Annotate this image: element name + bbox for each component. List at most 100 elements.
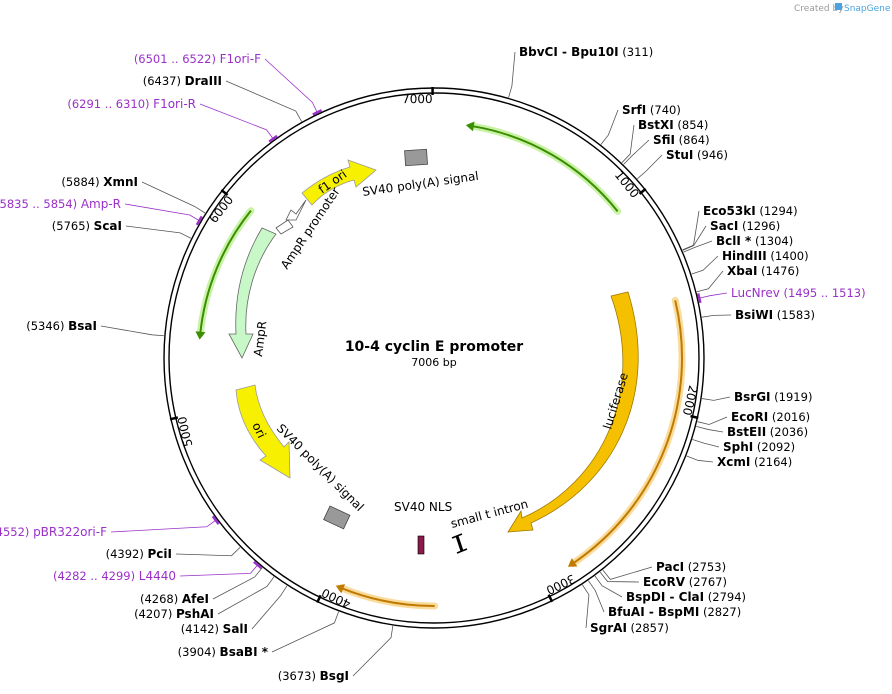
primer-leader-line [264, 58, 318, 114]
orf-top-green [471, 125, 619, 212]
enzyme-label[interactable]: EcoRV (2767) [643, 575, 727, 589]
enzyme-name: BsaBI * [220, 645, 269, 659]
enzyme-name: BsrGI [734, 390, 771, 404]
enzyme-leader-line [600, 109, 619, 145]
enzyme-position: (1294) [756, 204, 798, 218]
orf-arcs [195, 121, 686, 610]
sv40-polya-top-feature [404, 148, 428, 167]
enzyme-label[interactable]: StuI (946) [666, 148, 728, 162]
enzyme-label[interactable]: Eco53kI (1294) [703, 204, 798, 218]
enzyme-position: (5884) [61, 175, 103, 189]
primer-mark [268, 134, 278, 143]
enzyme-label[interactable]: SacI (1296) [710, 219, 780, 233]
enzyme-leader-line [599, 571, 640, 583]
orf-left-green [199, 210, 252, 334]
enzyme-leader-line [621, 124, 635, 163]
tick-label: 2000 [680, 384, 700, 417]
primer-mark [211, 515, 220, 525]
sv40-polya-top-label: SV40 poly(A) signal [361, 169, 479, 199]
enzyme-label[interactable]: (4207) PshAI [134, 607, 214, 621]
enzyme-name: BsaI [68, 319, 97, 333]
backbone-outer [163, 87, 705, 629]
enzyme-position: (2036) [766, 425, 808, 439]
primer-label[interactable]: (5835 .. 5854) Amp-R [0, 197, 121, 211]
enzyme-leader-line [637, 154, 663, 180]
enzyme-label[interactable]: SgrAI (2857) [590, 621, 669, 635]
enzyme-name: Eco53kI [703, 204, 756, 218]
enzyme-label[interactable]: BclI * (1304) [716, 234, 793, 248]
enzyme-label[interactable]: (5765) ScaI [52, 219, 122, 233]
enzyme-leader-line [623, 139, 650, 165]
enzyme-label[interactable]: BfuAI - BspMI (2827) [608, 605, 741, 619]
primer-leader-line [110, 519, 217, 533]
credit-text: Created by [794, 4, 844, 14]
enzyme-leader-line [682, 225, 707, 251]
primer-leader-line [124, 203, 201, 222]
ori-feature [235, 384, 291, 479]
enzyme-name: StuI [666, 148, 693, 162]
enzyme-leader-line [701, 314, 732, 318]
enzyme-label[interactable]: BstEII (2036) [727, 425, 808, 439]
enzyme-label[interactable]: (4392) PciI [106, 547, 172, 561]
enzyme-leader-line [696, 270, 724, 293]
enzyme-label[interactable]: (5346) BsaI [26, 319, 97, 333]
primer-leader-line [698, 292, 728, 299]
enzyme-label[interactable]: (3673) BsgI [278, 669, 349, 683]
enzyme-label[interactable]: EcoRI (2016) [731, 410, 810, 424]
primer-label[interactable]: (4533 .. 4552) pBR322ori-F [0, 525, 107, 539]
enzyme-label[interactable]: PacI (2753) [656, 560, 726, 574]
sv40-nls-feature [417, 535, 425, 555]
enzyme-name: BstXI [638, 118, 674, 132]
tick-major [316, 594, 322, 604]
enzyme-name: BfuAI - BspMI [608, 605, 699, 619]
primer-name: pBR322ori-F [33, 525, 107, 539]
enzyme-label[interactable]: BspDI - ClaI (2794) [626, 590, 746, 604]
enzyme-label[interactable]: HindIII (1400) [722, 249, 809, 263]
primer-label[interactable]: (4282 .. 4299) L4440 [53, 569, 176, 583]
enzyme-label[interactable]: SphI (2092) [723, 440, 795, 454]
enzyme-leader-line [582, 584, 590, 629]
enzyme-label[interactable]: BsrGI (1919) [734, 390, 812, 404]
enzyme-label[interactable]: XcmI (2164) [717, 455, 792, 469]
primer-label[interactable]: (6291 .. 6310) F1ori-R [67, 97, 196, 111]
enzyme-label[interactable]: (6437) DraIII [143, 74, 222, 88]
ampr-feature [228, 227, 277, 359]
enzyme-label[interactable]: (5884) XmnI [61, 175, 138, 189]
enzyme-label[interactable]: (4142) SalI [181, 622, 248, 636]
enzyme-label[interactable]: BbvCI - Bpu10I (311) [519, 45, 653, 59]
enzyme-position: (5765) [52, 219, 94, 233]
enzyme-name: SgrAI [590, 621, 627, 635]
ampr-promoter-segment [275, 219, 294, 235]
enzyme-name: ScaI [94, 219, 122, 233]
site-labels: BbvCI - Bpu10I (311) SrfI (740)BstXI (854… [0, 45, 866, 683]
tick-major [220, 189, 229, 196]
enzyme-name: SacI [710, 219, 738, 233]
primer-name: F1ori-F [220, 52, 261, 66]
enzyme-name: BbvCI - Bpu10I [519, 45, 619, 59]
enzyme-label[interactable]: SfiI (864) [653, 133, 710, 147]
enzyme-leader-line [594, 575, 623, 598]
enzyme-position: (854) [674, 118, 709, 132]
primer-range: (6291 .. 6310) [67, 97, 153, 111]
enzyme-name: EcoRV [643, 575, 686, 589]
enzyme-name: BstEII [727, 425, 766, 439]
enzyme-label[interactable]: BsiWI (1583) [735, 308, 815, 322]
tick-label: 3000 [544, 571, 578, 597]
primer-range: (5835 .. 5854) [0, 197, 81, 211]
enzyme-leader-line [100, 325, 164, 337]
enzyme-label[interactable]: (4268) AfeI [140, 592, 209, 606]
enzyme-label[interactable]: SrfI (740) [622, 103, 681, 117]
tick-label: 7000 [402, 92, 433, 106]
primer-leader-line [199, 103, 274, 140]
primer-label[interactable]: (6501 .. 6522) F1ori-F [134, 52, 261, 66]
enzyme-position: (1583) [773, 308, 815, 322]
enzyme-label[interactable]: (3904) BsaBI * [178, 645, 269, 659]
primer-label[interactable]: LucNrev (1495 .. 1513) [731, 286, 866, 300]
enzyme-label[interactable]: BstXI (854) [638, 118, 708, 132]
tick-major [169, 416, 179, 421]
enzyme-position: (3673) [278, 669, 320, 683]
enzyme-leader-line [686, 455, 714, 463]
enzyme-leader-line [225, 80, 302, 122]
enzyme-label[interactable]: XbaI (1476) [727, 264, 799, 278]
